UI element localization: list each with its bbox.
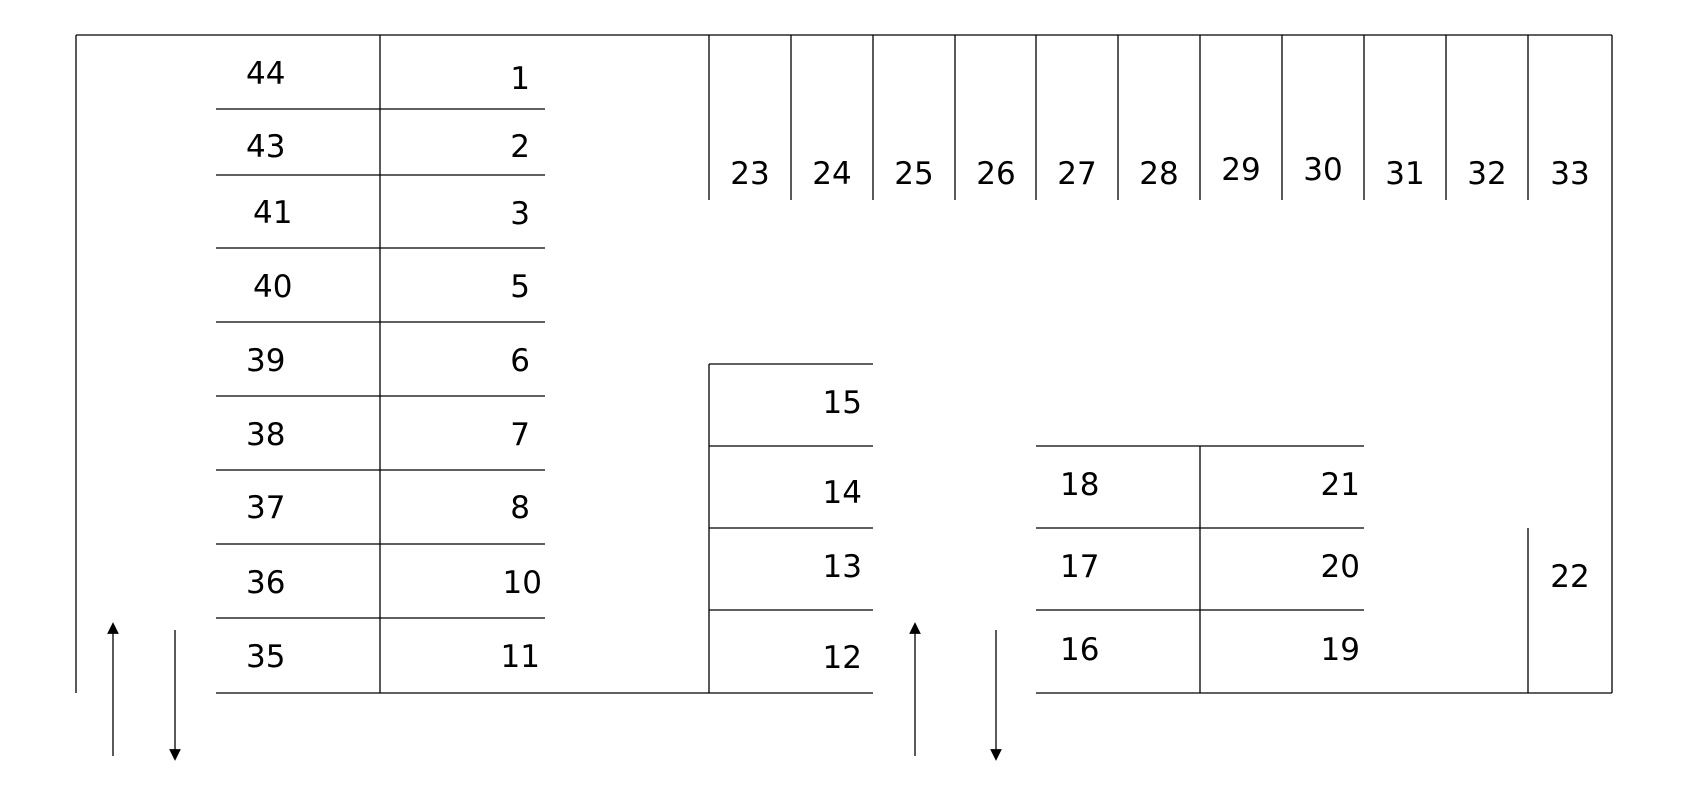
space-23: 23 (730, 156, 769, 192)
space-44: 44 (246, 56, 285, 92)
space-5: 5 (510, 269, 530, 305)
space-22: 22 (1550, 559, 1589, 595)
space-16: 16 (1060, 632, 1099, 668)
center-column (708, 363, 873, 693)
space-43: 43 (246, 129, 285, 165)
space-8: 8 (510, 490, 530, 526)
space-36: 36 (246, 565, 285, 601)
space-2: 2 (510, 129, 530, 165)
space-38: 38 (246, 417, 285, 453)
space-11: 11 (501, 639, 540, 675)
space-30: 30 (1303, 152, 1342, 188)
space-26: 26 (976, 156, 1015, 192)
space-15: 15 (823, 385, 862, 421)
left-double-row (216, 35, 545, 693)
space-27: 27 (1057, 156, 1096, 192)
space-32: 32 (1467, 156, 1506, 192)
space-21: 21 (1321, 467, 1360, 503)
space-7: 7 (510, 417, 530, 453)
space-17: 17 (1060, 549, 1099, 585)
space-10: 10 (503, 565, 542, 601)
space-6: 6 (510, 343, 530, 379)
lot-boundary (75, 34, 1613, 694)
space-19: 19 (1321, 632, 1360, 668)
space-20: 20 (1321, 549, 1360, 585)
space-37: 37 (246, 490, 285, 526)
right-block (1036, 445, 1364, 693)
space-29: 29 (1221, 152, 1260, 188)
space-31: 31 (1385, 156, 1424, 192)
space-35: 35 (246, 639, 285, 675)
space-14: 14 (823, 475, 862, 511)
space-39: 39 (246, 343, 285, 379)
space-18: 18 (1060, 467, 1099, 503)
space-12: 12 (823, 640, 862, 676)
space-40: 40 (253, 269, 292, 305)
space-24: 24 (812, 156, 851, 192)
space-1: 1 (510, 61, 530, 97)
space-13: 13 (823, 549, 862, 585)
space-33: 33 (1550, 156, 1589, 192)
top-row (708, 35, 1529, 200)
space-25: 25 (894, 156, 933, 192)
space-28: 28 (1139, 156, 1178, 192)
space-3: 3 (510, 196, 530, 232)
space-41: 41 (253, 195, 292, 231)
